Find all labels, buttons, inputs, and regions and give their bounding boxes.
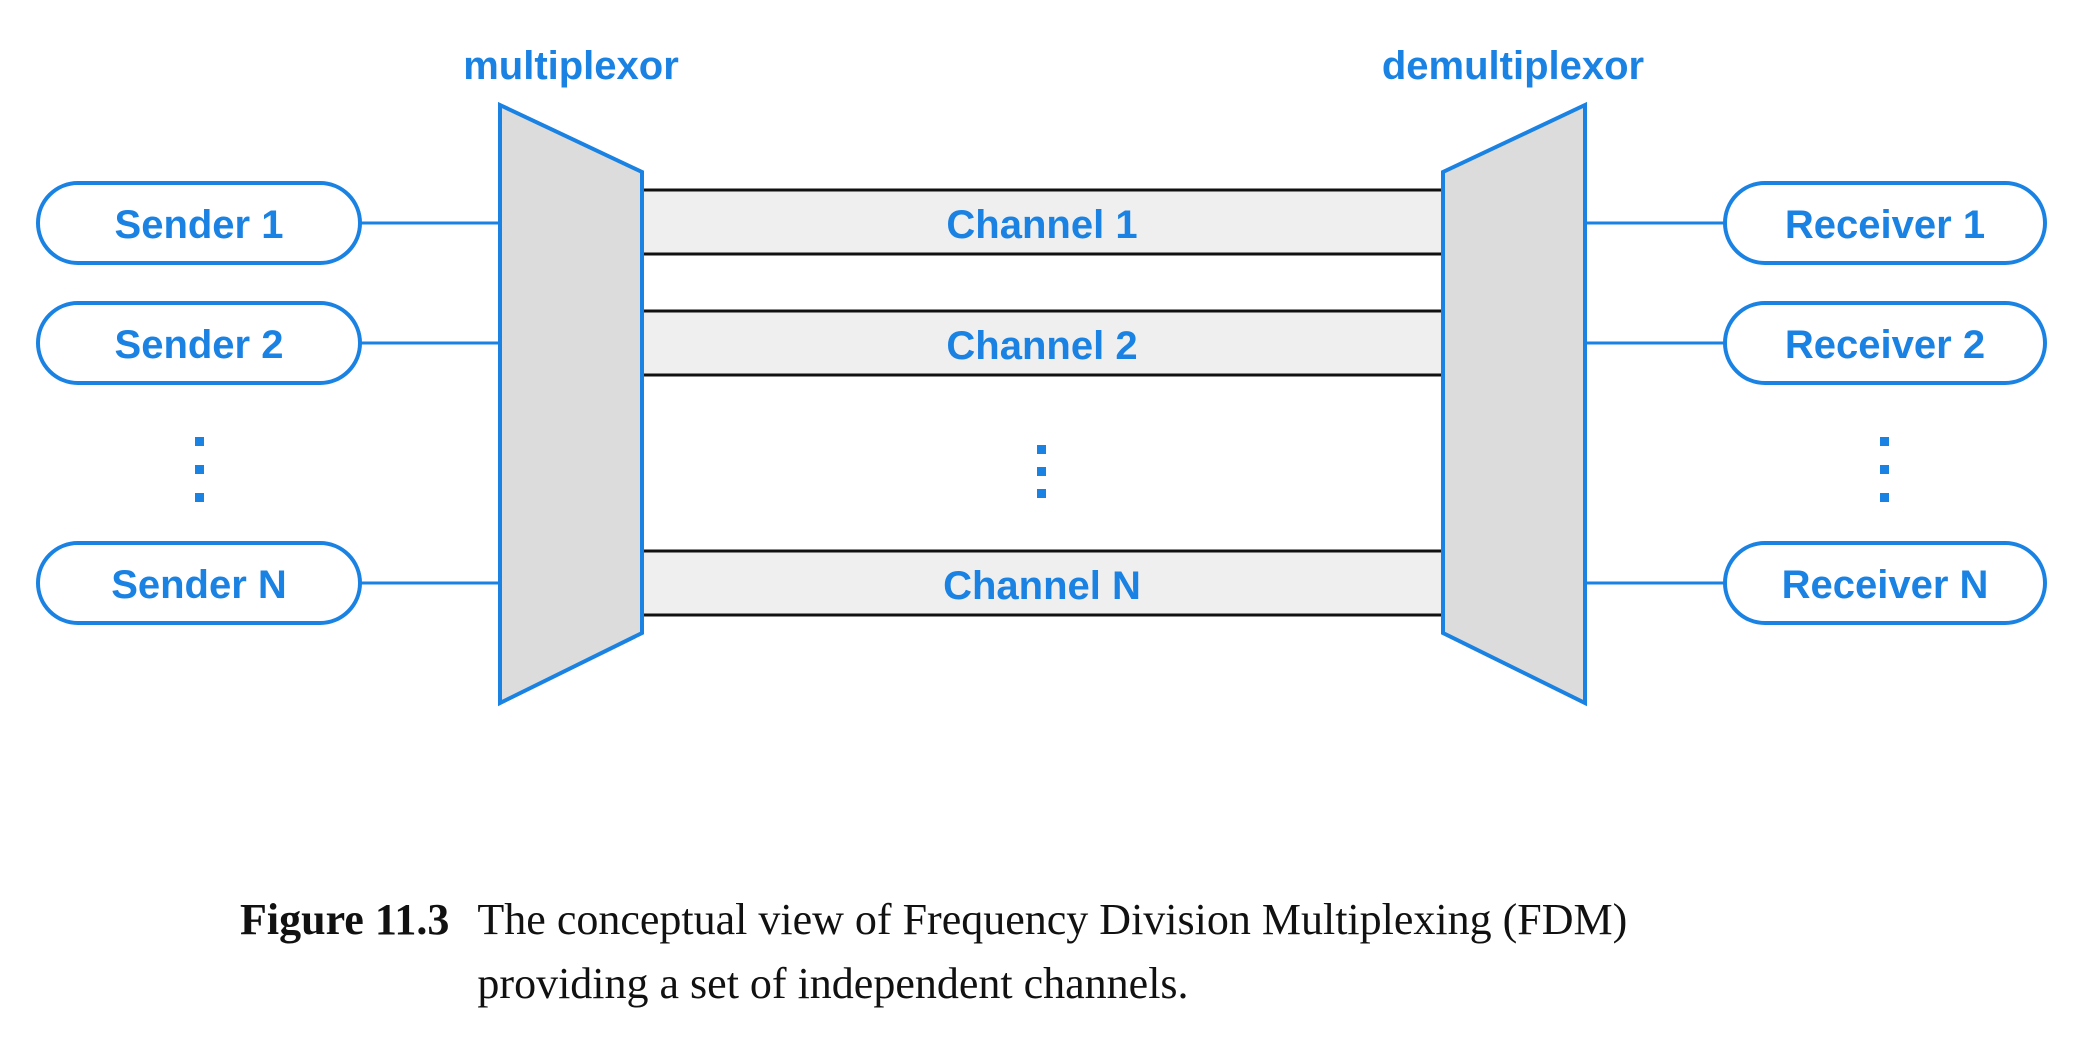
receiver-label: Receiver 2: [1785, 323, 1985, 367]
channel-label: Channel 1: [946, 203, 1137, 247]
ellipsis-dot: [1037, 489, 1046, 498]
sender-ellipsis: [195, 437, 204, 502]
receiver-1: Receiver 1: [1723, 181, 2047, 265]
sender-label: Sender N: [111, 563, 287, 607]
channel-n: Channel N: [640, 549, 1445, 617]
receiver-label: Receiver N: [1782, 563, 1989, 607]
demultiplexor-label: demultiplexor: [1382, 44, 1644, 88]
receiver-2: Receiver 2: [1723, 301, 2047, 385]
channel-label: Channel 2: [946, 324, 1137, 368]
ellipsis-dot: [1037, 445, 1046, 454]
caption-label: Figure 11.3: [240, 895, 450, 944]
ellipsis-dot: [1880, 437, 1889, 446]
sender-label: Sender 1: [115, 203, 284, 247]
ellipsis-dot: [1037, 467, 1046, 476]
channel-band: [640, 190, 1445, 254]
receiver-label: Receiver 1: [1785, 203, 1985, 247]
channel-band: [640, 311, 1445, 375]
channel-band: [640, 551, 1445, 615]
demultiplexor: demultiplexor: [1382, 44, 1644, 707]
ellipsis-dot: [1880, 493, 1889, 502]
caption-line-2: providing a set of independent channels.: [477, 959, 1189, 1008]
sender-box: [36, 541, 362, 625]
multiplexor-shape: [498, 101, 644, 707]
receiver-box: [1723, 181, 2047, 265]
sender-box: [36, 301, 362, 385]
sender-2: Sender 2: [36, 301, 362, 385]
fdm-diagram: Channel 1 Channel 2 Channel N multiplexo…: [36, 44, 2047, 707]
sender-connectors: [360, 221, 500, 585]
receiver-n: Receiver N: [1723, 541, 2047, 625]
ellipsis-dot: [195, 493, 204, 502]
ellipsis-dot: [195, 465, 204, 474]
ellipsis-dot: [1880, 465, 1889, 474]
receiver-ellipsis: [1880, 437, 1889, 502]
multiplexor: multiplexor: [463, 44, 679, 707]
receiver-box: [1723, 301, 2047, 385]
figure-caption: Figure 11.3 The conceptual view of Frequ…: [240, 888, 1940, 1016]
channel-label: Channel N: [943, 564, 1141, 608]
channel-1: Channel 1: [640, 188, 1445, 256]
caption-line-1: The conceptual view of Frequency Divisio…: [477, 895, 1628, 944]
sender-box: [36, 181, 362, 265]
multiplexor-label: multiplexor: [463, 44, 679, 88]
receiver-box: [1723, 541, 2047, 625]
sender-label: Sender 2: [115, 323, 284, 367]
receiver-connectors: [1585, 221, 1725, 585]
ellipsis-dot: [195, 437, 204, 446]
caption-text: The conceptual view of Frequency Divisio…: [477, 888, 1627, 1016]
sender-n: Sender N: [36, 541, 362, 625]
sender-1: Sender 1: [36, 181, 362, 265]
channel-2: Channel 2: [640, 309, 1445, 377]
demultiplexor-shape: [1441, 101, 1587, 707]
channel-ellipsis: [1037, 445, 1046, 498]
